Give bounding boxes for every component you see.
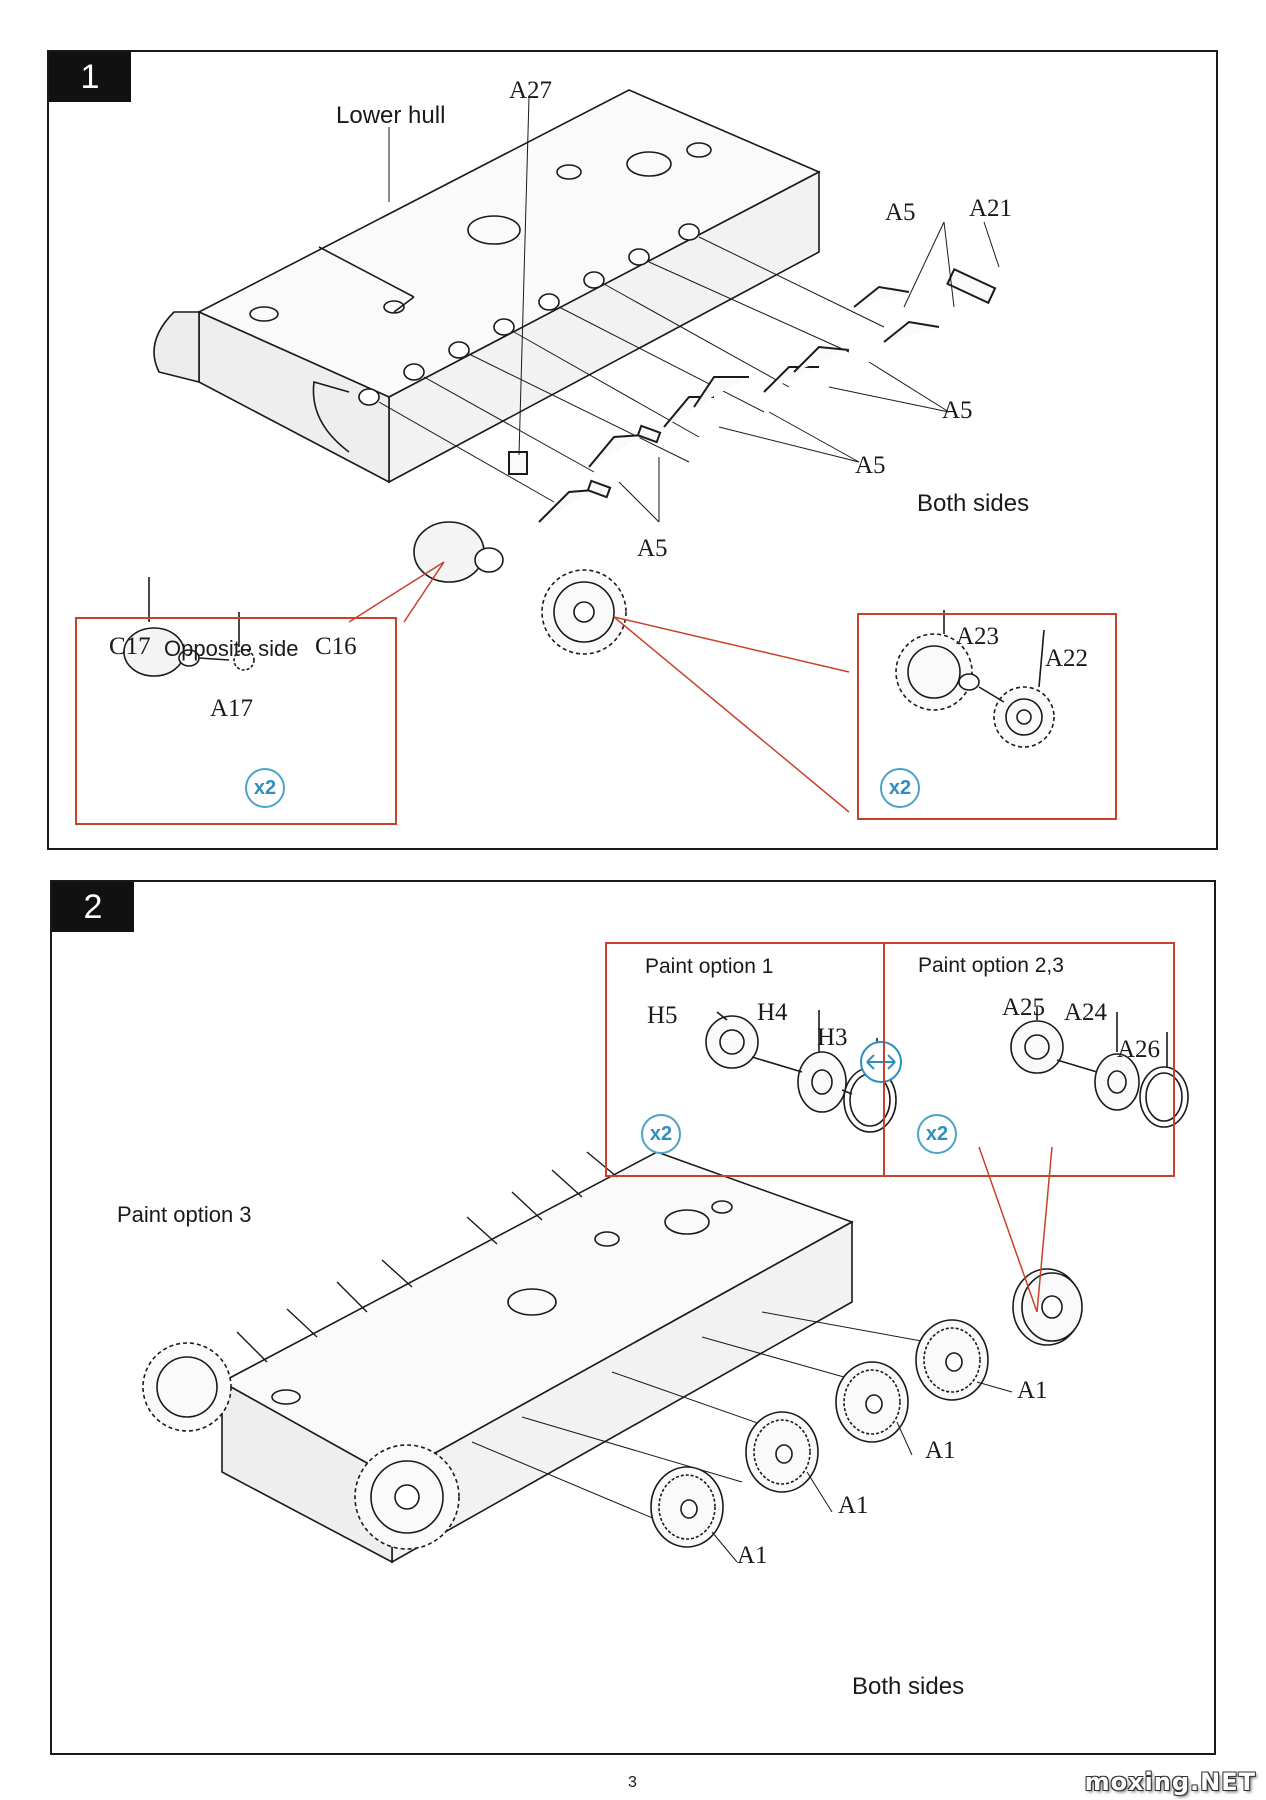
part-label-h5: H5	[647, 1002, 678, 1029]
quantity-badge: x2	[641, 1114, 681, 1154]
callout-sprocket-wheel: A23 A22 x2	[857, 613, 1117, 820]
torsion-arm	[538, 489, 595, 523]
paint-option-3-label: Paint option 3	[117, 1202, 252, 1227]
road-wheel	[835, 1361, 909, 1443]
part-label-a5: A5	[855, 452, 886, 479]
torsion-arm	[793, 345, 850, 373]
road-wheel	[650, 1466, 724, 1548]
callout-divider	[883, 944, 885, 1175]
part-label-a1: A1	[838, 1492, 869, 1519]
idler-wheel	[1012, 1268, 1083, 1346]
swap-arrow-icon	[860, 1041, 902, 1083]
drive-sprocket	[142, 1342, 232, 1432]
quantity-badge: x2	[880, 768, 920, 808]
step-2-illustration	[142, 1007, 1189, 1564]
torsion-arm	[853, 285, 910, 308]
both-sides-label: Both sides	[852, 1673, 965, 1700]
lower-hull-label: Lower hull	[336, 102, 446, 129]
quantity-badge: x2	[245, 768, 285, 808]
opposite-side-label: Opposite side	[164, 636, 299, 661]
part-label-a1: A1	[1017, 1377, 1048, 1404]
quantity-badge: x2	[917, 1114, 957, 1154]
watermark: moxing.NET	[1084, 1768, 1256, 1796]
torsion-arm	[763, 366, 819, 393]
part-label-a5: A5	[942, 397, 973, 424]
part-label-h3: H3	[817, 1024, 848, 1051]
torsion-arm	[663, 396, 714, 428]
part-label-a22: A22	[1045, 645, 1089, 672]
part-label-a5: A5	[885, 199, 916, 226]
part-label-c16: C16	[315, 633, 357, 660]
callout-sprocket-housing: C17 Opposite side C16 A17 x2	[75, 617, 397, 825]
part-label-a25: A25	[1002, 994, 1046, 1021]
torsion-arm	[693, 376, 749, 408]
step-2-panel: 2	[50, 880, 1216, 1755]
step-1-number: 1	[49, 52, 131, 102]
paint-option-23-title: Paint option 2,3	[918, 954, 1064, 977]
part-label-c17: C17	[109, 633, 151, 660]
part-label-a26: A26	[1117, 1036, 1161, 1063]
both-sides-label: Both sides	[917, 490, 1030, 517]
part-label-a23: A23	[956, 623, 1000, 650]
lower-hull-front	[221, 1380, 393, 1564]
callout-paint-options: Paint option 1 H5 H4 H3 x2 Paint option …	[605, 942, 1175, 1177]
part-label-a1: A1	[737, 1542, 768, 1569]
step-1-panel: 1	[47, 50, 1218, 850]
part-label-a1: A1	[925, 1437, 956, 1464]
part-label-a17: A17	[210, 695, 254, 722]
part-label-a5: A5	[637, 535, 668, 562]
road-wheel	[915, 1319, 989, 1401]
torsion-arm	[883, 320, 940, 343]
page-number: 3	[628, 1774, 637, 1791]
paint-option-1-title: Paint option 1	[645, 955, 774, 978]
step-2-number: 2	[52, 882, 134, 932]
part-label-h4: H4	[757, 999, 788, 1026]
part-label-a21: A21	[969, 195, 1013, 222]
step-1-illustration	[123, 89, 1055, 813]
torsion-arm	[588, 434, 645, 468]
part-label-a24: A24	[1064, 999, 1108, 1026]
road-wheel	[745, 1411, 819, 1493]
part-label-a27: A27	[509, 77, 553, 104]
